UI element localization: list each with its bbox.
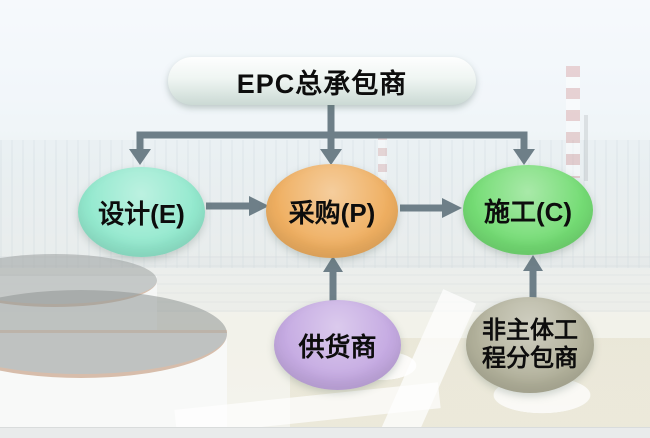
arrowhead-epc-to-procurement bbox=[320, 149, 342, 165]
bg-photo-bottom-edge bbox=[0, 427, 650, 438]
node-subcontractor-label: 非主体工程分包商 bbox=[482, 316, 578, 372]
node-supplier-label: 供货商 bbox=[298, 331, 377, 362]
node-non-main-works-subcontractor: 非主体工程分包商 bbox=[466, 297, 594, 393]
node-construction-label: 施工(C) bbox=[483, 196, 573, 227]
node-supplier: 供货商 bbox=[274, 300, 401, 390]
arrowhead-epc-to-construction bbox=[513, 149, 535, 165]
arrowhead-supplier-to-procurement bbox=[323, 256, 343, 272]
bg-striped-chimney-middle bbox=[378, 132, 387, 218]
arrowhead-procurement-to-construction bbox=[442, 198, 462, 218]
node-design-label: 设计(E) bbox=[98, 198, 185, 229]
arrowhead-design-to-procurement bbox=[249, 196, 269, 216]
bg-flare-pole bbox=[584, 115, 588, 181]
bg-storage-tank-front-top bbox=[0, 290, 227, 378]
node-construction-c: 施工(C) bbox=[463, 165, 593, 255]
arrowhead-subcontractor-to-construction bbox=[523, 255, 543, 271]
bg-striped-chimney-right bbox=[566, 66, 580, 178]
node-design-e: 设计(E) bbox=[78, 167, 205, 257]
node-epc-label: EPC总承包商 bbox=[236, 68, 408, 99]
node-procurement-p: 采购(P) bbox=[266, 164, 398, 258]
arrowhead-epc-to-design bbox=[129, 149, 151, 165]
node-epc-general-contractor: EPC总承包商 bbox=[168, 57, 476, 105]
node-procurement-label: 采购(P) bbox=[288, 197, 376, 228]
